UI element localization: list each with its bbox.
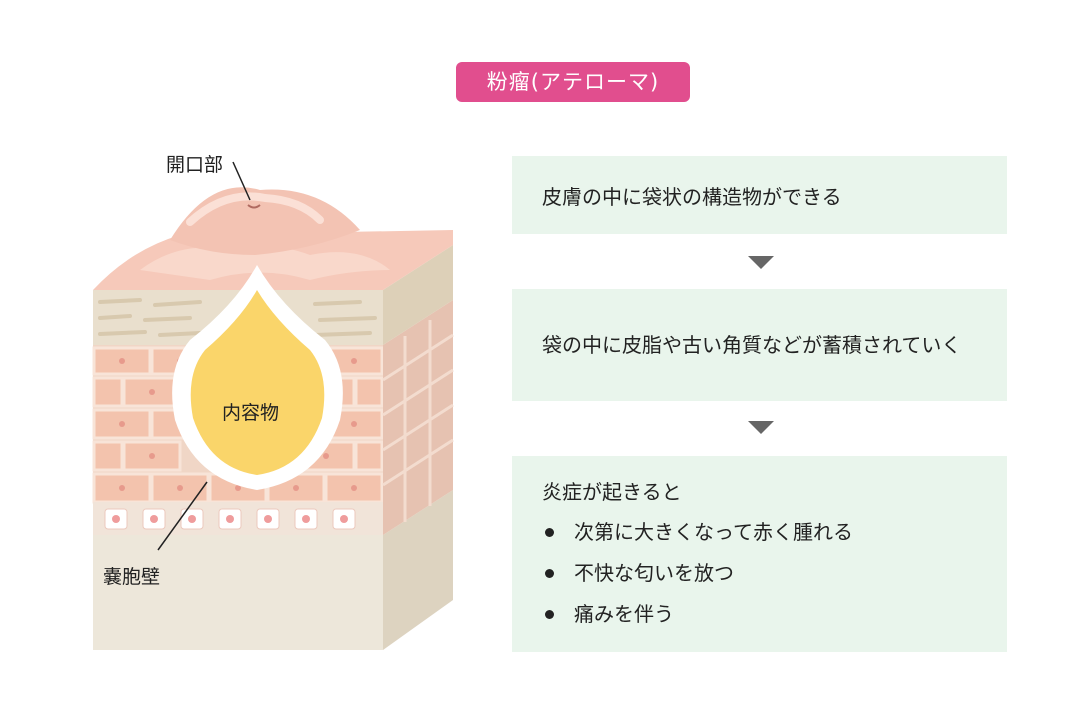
down-arrow-icon [748, 421, 774, 434]
leader-line-wall [157, 481, 208, 551]
dermis-side [383, 300, 453, 535]
cyst-contents [190, 290, 325, 475]
list-item: 次第に大きくなって赤く腫れる [542, 512, 977, 553]
label-contents: 内容物 [222, 402, 280, 424]
step-box-2: 袋の中に皮脂や古い角質などが蓄積されていく [512, 289, 1007, 401]
atheroma-diagram: 開口部 内容物 嚢胞壁 [60, 130, 480, 690]
base-layer-side [383, 490, 453, 650]
step-2-text: 袋の中に皮脂や古い角質などが蓄積されていく [542, 333, 962, 357]
step-box-3: 炎症が起きると 次第に大きくなって赤く腫れる 不快な匂いを放つ 痛みを伴う [512, 456, 1007, 652]
skin-cross-section-illustration [92, 161, 454, 650]
step-1-text: 皮膚の中に袋状の構造物ができる [542, 184, 842, 209]
list-item: 不快な匂いを放つ [542, 553, 977, 594]
label-cyst-wall: 嚢胞壁 [103, 566, 161, 588]
bullet-icon [545, 528, 554, 537]
opening-pore [247, 204, 261, 209]
list-item: 痛みを伴う [542, 594, 977, 635]
bullet-icon [545, 610, 554, 619]
step-box-1: 皮膚の中に袋状の構造物ができる [512, 156, 1007, 234]
base-layer-front [93, 535, 383, 650]
label-opening: 開口部 [166, 154, 224, 176]
leader-line-opening [232, 161, 251, 201]
symptom-list: 次第に大きくなって赤く腫れる 不快な匂いを放つ 痛みを伴う [542, 512, 977, 635]
bullet-icon [545, 569, 554, 578]
step-3-intro: 炎症が起きると [542, 480, 682, 504]
down-arrow-icon [748, 256, 774, 269]
title-badge: 粉瘤(アテローマ) [456, 62, 690, 102]
